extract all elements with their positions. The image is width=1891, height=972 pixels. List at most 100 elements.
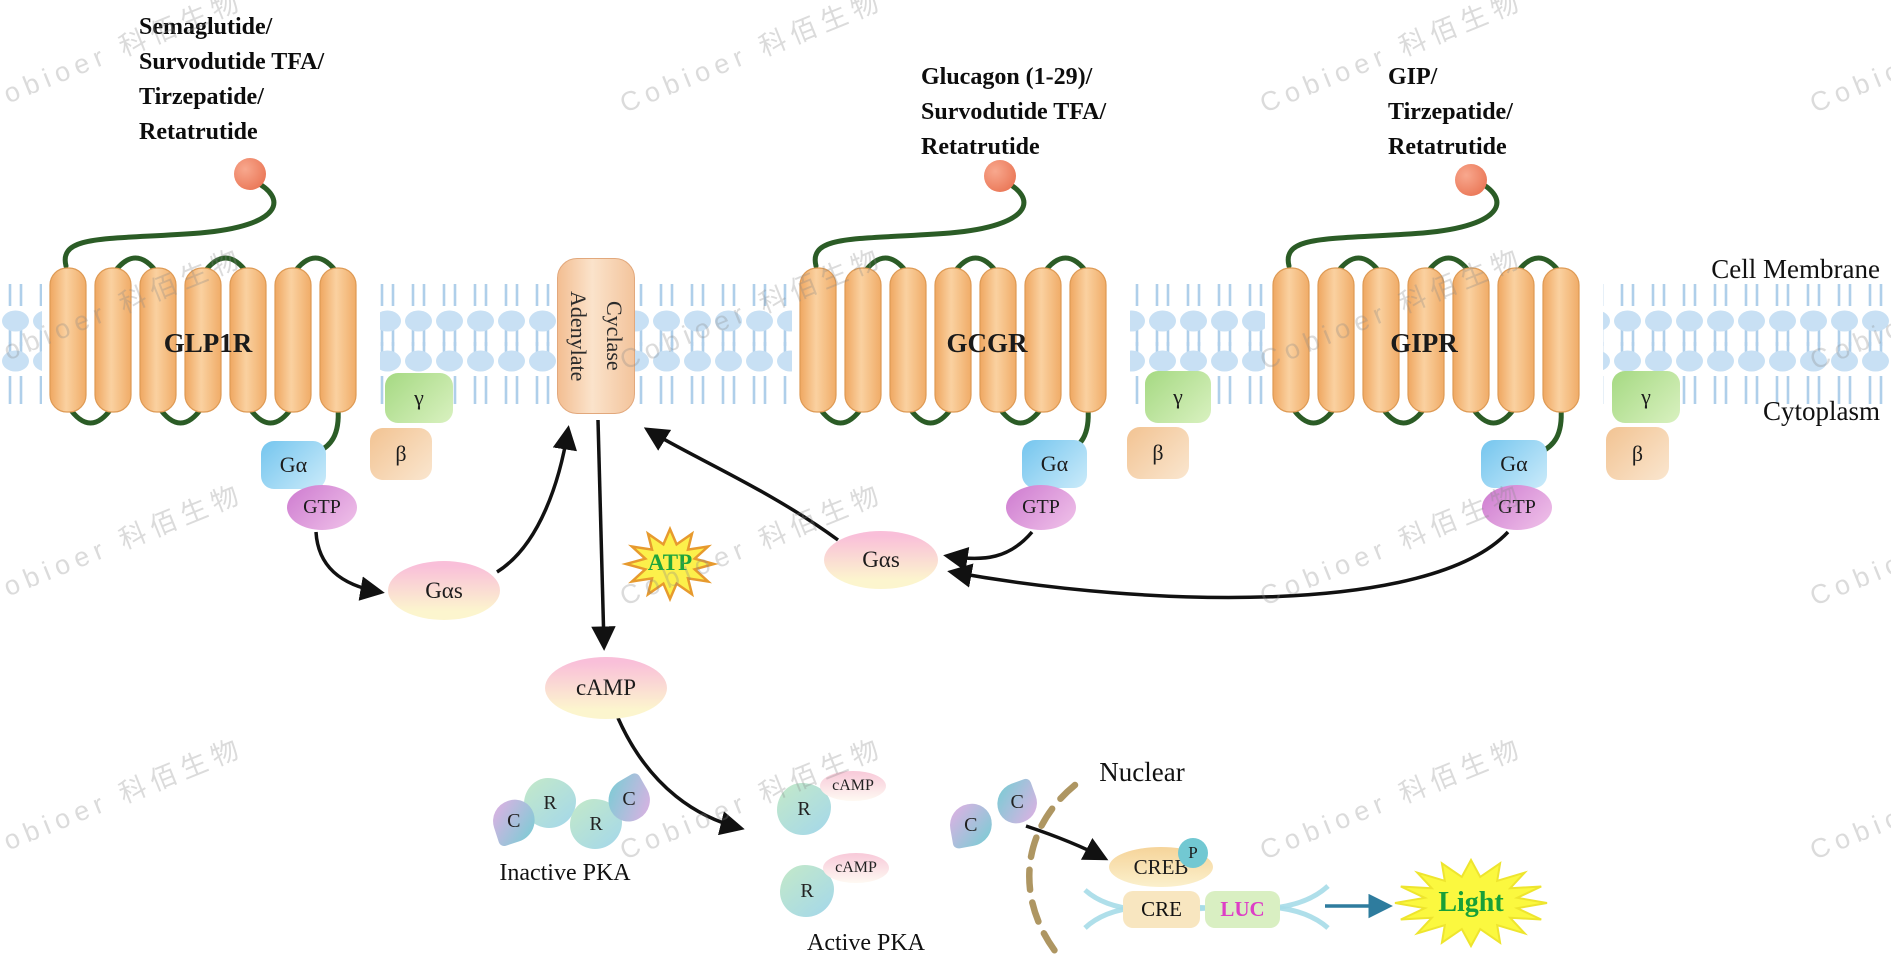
adenylate-cyclase-label: Adenylate Cyclase [560, 291, 632, 381]
transmembrane-helix [94, 267, 132, 413]
transmembrane-helix [1452, 267, 1490, 413]
ligand-ball-gipr [1455, 164, 1487, 196]
transmembrane-helix [1024, 267, 1062, 413]
arrow-gtp2-to-gas2 [943, 530, 1034, 572]
light-label: Light [1438, 887, 1504, 918]
transmembrane-helix [934, 267, 972, 413]
nuclear-envelope [1026, 781, 1079, 959]
gtp-label: GTP [1022, 496, 1060, 518]
cell-membrane-label: Cell Membrane [1711, 254, 1880, 284]
gamma-subunit: γ [1612, 371, 1680, 423]
pka-r-label: R [589, 812, 603, 835]
adenylate-cyclase-line2: Cyclase [602, 301, 627, 371]
receptor-gipr [1265, 177, 1603, 455]
ligand-line: Retatrutide [921, 134, 1040, 160]
gtp-molecule: GTP [1006, 485, 1076, 530]
camp-badge-label: cAMP [832, 777, 874, 794]
luc-box: LUC [1205, 891, 1280, 928]
gtp-label: GTP [1498, 496, 1536, 518]
gamma-label: γ [1173, 384, 1183, 409]
nuclear-label: Nuclear [1099, 757, 1185, 787]
camp-badge: cAMP [823, 853, 889, 883]
arrow-gas2-to-cyclase [643, 427, 840, 542]
cre-label: CRE [1141, 897, 1182, 921]
arrow-c-to-creb [1025, 824, 1109, 861]
ligand-ball-gcgr [984, 160, 1016, 192]
gamma-label: γ [1641, 384, 1651, 409]
ligand-line: Retatrutide [1388, 134, 1507, 160]
g-alpha-s-label: Gαs [862, 547, 900, 572]
gtp-label: GTP [303, 496, 341, 518]
transmembrane-helix [1407, 267, 1445, 413]
transmembrane-helix [889, 267, 927, 413]
g-alpha-label: Gα [1500, 451, 1528, 476]
transmembrane-helix [229, 267, 267, 413]
transmembrane-helix [1069, 267, 1107, 413]
pka-c-label: C [622, 788, 636, 811]
pka-r-label: R [800, 879, 814, 902]
adenylate-cyclase-line1: Adenylate [566, 290, 591, 382]
g-alpha-subunit: Gα [261, 441, 326, 489]
receptor-loop [62, 177, 277, 269]
g-alpha-s-label: Gαs [425, 577, 463, 603]
transmembrane-helix [49, 267, 87, 413]
gamma-subunit: γ [385, 373, 453, 423]
receptor-name-gcgr: GCGR [946, 328, 1028, 358]
atp-starburst [621, 525, 719, 603]
gtp-molecule: GTP [1482, 485, 1552, 530]
receptor-loop [812, 177, 1027, 269]
transmembrane-helix [139, 267, 177, 413]
beta-label: β [1152, 440, 1164, 465]
transmembrane-helix [979, 267, 1017, 413]
active-pka-label: Active PKA [807, 930, 925, 956]
transmembrane-helix [319, 267, 357, 413]
receptor-glp1r [42, 177, 380, 455]
ligand-line: GIP/ [1388, 64, 1438, 90]
pka-c-label: C [507, 809, 521, 832]
cre-box: CRE [1123, 891, 1200, 928]
cytoplasm-label: Cytoplasm [1762, 396, 1880, 426]
transmembrane-helix [799, 267, 837, 413]
camp-badge: cAMP [820, 771, 886, 801]
camp-label: cAMP [575, 675, 637, 700]
phospho-group: P [1178, 838, 1208, 868]
gamma-label: γ [414, 385, 424, 410]
camp-badge-label: cAMP [835, 859, 877, 876]
ligand-list-glp1r: Semaglutide/ Survodutide TFA/ Tirzepatid… [139, 10, 324, 150]
camp-molecule: cAMP [545, 657, 667, 719]
ligand-line: Survodutide TFA/ [921, 99, 1107, 125]
receptor-loop [1285, 177, 1500, 269]
g-alpha-s-subunit: Gαs [388, 561, 500, 620]
transmembrane-helix [844, 267, 882, 413]
transmembrane-helix [1542, 267, 1580, 413]
atp-label: ATP [647, 550, 693, 575]
arrow-cyclase-to-camp [591, 419, 616, 651]
ligand-line: Tirzepatide/ [1388, 99, 1513, 125]
ligand-line: Retatrutide [139, 119, 258, 145]
arrow-gas1-to-cyclase [496, 425, 577, 574]
receptor-name-glp1r: GLP1R [163, 328, 253, 358]
beta-subunit: β [370, 428, 432, 480]
transmembrane-helix [1272, 267, 1310, 413]
transmembrane-helix [1317, 267, 1355, 413]
ligand-ball-glp1r [234, 158, 266, 190]
transmembrane-helix [184, 267, 222, 413]
arrow-gtp1-to-gas1 [314, 531, 385, 601]
beta-subunit: β [1606, 427, 1669, 480]
inactive-pka-label: Inactive PKA [499, 860, 631, 886]
gtp-molecule: GTP [287, 485, 357, 530]
arrow-camp-to-pka [616, 717, 745, 836]
transmembrane-helix [1362, 267, 1400, 413]
pka-c-label: C [1010, 791, 1024, 814]
ligand-list-gcgr: Glucagon (1-29)/ Survodutide TFA/ Retatr… [921, 60, 1106, 165]
pka-r-label: R [797, 797, 811, 820]
ligand-line: Survodutide TFA/ [139, 49, 325, 75]
ligand-line: Semaglutide/ [139, 14, 273, 40]
g-alpha-label: Gα [279, 452, 308, 477]
pka-r-label: R [543, 791, 557, 814]
g-alpha-s-subunit: Gαs [824, 531, 938, 589]
beta-subunit: β [1127, 427, 1189, 479]
luc-label: LUC [1220, 897, 1265, 921]
